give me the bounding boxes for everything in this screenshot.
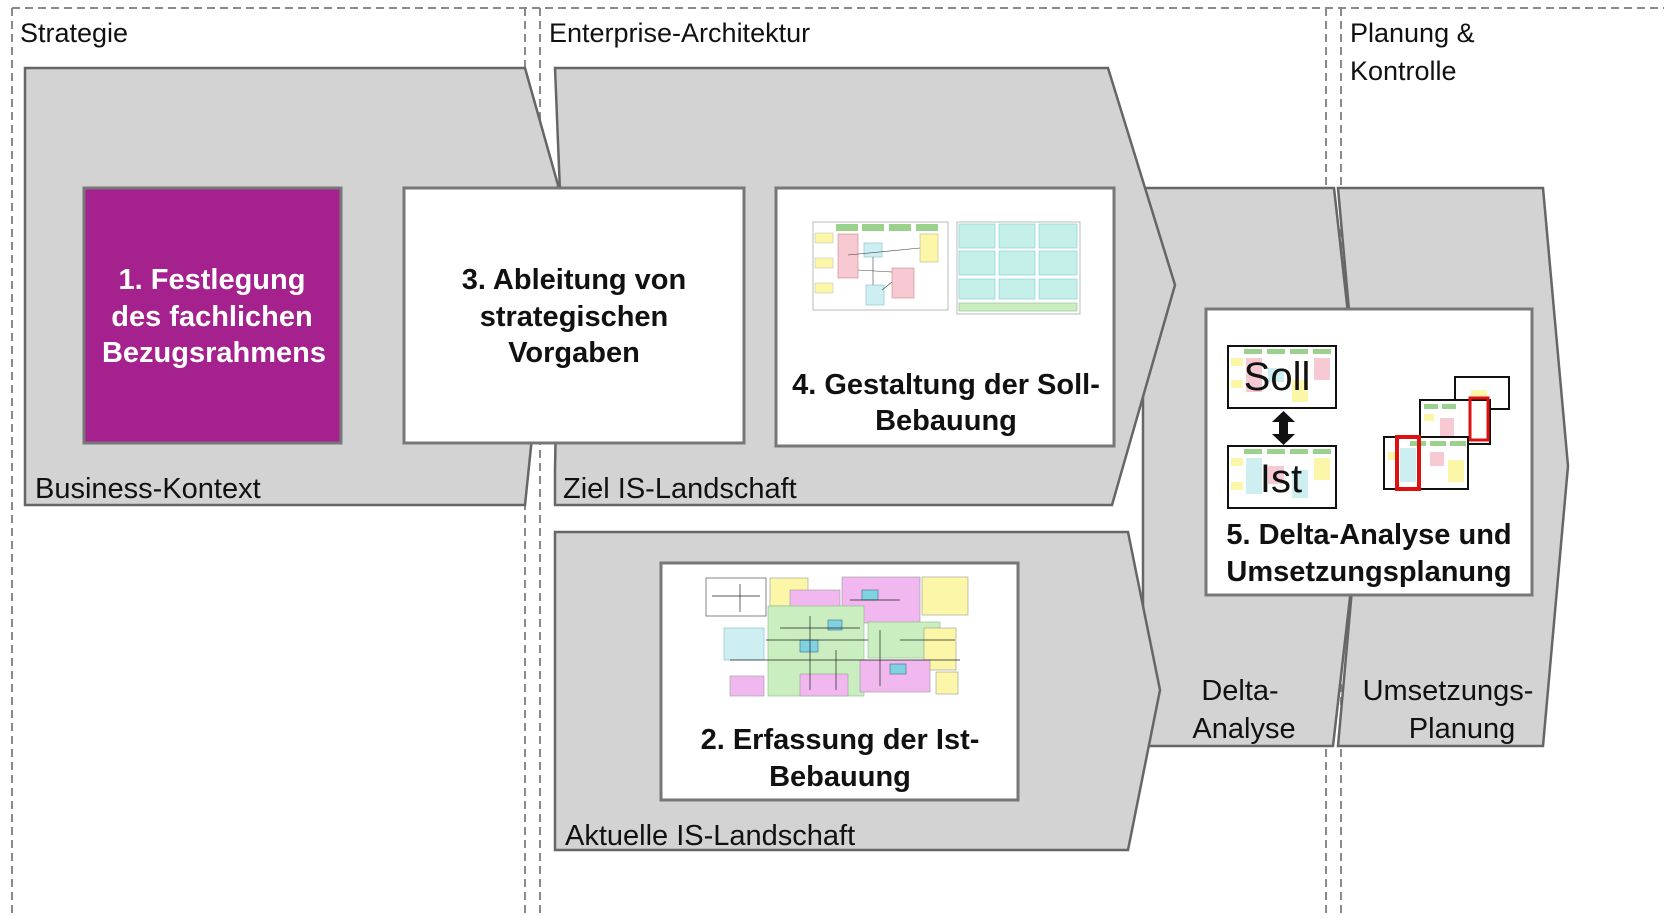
compare-arrow-icon bbox=[1272, 411, 1295, 445]
ist-label: Ist bbox=[1260, 457, 1302, 501]
label-current-landscape: Aktuelle IS-Landschaft bbox=[565, 820, 855, 852]
step3-line1: 3. Ableitung von bbox=[462, 264, 686, 296]
soll-label: Soll bbox=[1244, 355, 1311, 399]
lane-label-planning-1: Planung & bbox=[1350, 18, 1475, 48]
step1-line3: Bezugsrahmens bbox=[102, 337, 326, 369]
label-impl-1: Umsetzungs- bbox=[1363, 675, 1534, 707]
step4-line2: Bebauung bbox=[875, 405, 1017, 437]
step2-line1: 2. Erfassung der Ist- bbox=[701, 724, 980, 756]
step4-box: 4. Gestaltung der Soll- Bebauung bbox=[774, 186, 1116, 448]
step5-box: Soll Ist bbox=[1204, 307, 1534, 597]
step5-line1: 5. Delta-Analyse und bbox=[1226, 519, 1511, 551]
step4-line1: 4. Gestaltung der Soll- bbox=[792, 369, 1100, 401]
step3-line3: Vorgaben bbox=[508, 337, 640, 369]
step3-box: 3. Ableitung von strategischen Vorgaben bbox=[402, 186, 746, 445]
step1-line2: des fachlichen bbox=[111, 301, 312, 333]
lane-label-ea: Enterprise-Architektur bbox=[549, 18, 810, 48]
step1-line1: 1. Festlegung bbox=[119, 264, 306, 296]
current-landscape-thumbnail bbox=[703, 574, 973, 698]
step2-box: 2. Erfassung der Ist- Bebauung bbox=[659, 561, 1020, 802]
label-impl-2: Planung bbox=[1409, 713, 1515, 745]
lane-label-strategy: Strategie bbox=[20, 18, 128, 48]
planning-stack-thumbnail bbox=[1383, 376, 1510, 491]
step1-box: 1. Festlegung des fachlichen Bezugsrahme… bbox=[82, 186, 343, 445]
target-process-map-thumbnail bbox=[812, 221, 949, 311]
label-delta-1: Delta- bbox=[1201, 675, 1278, 707]
ist-thumbnail bbox=[1227, 445, 1337, 509]
lane-label-planning-2: Kontrolle bbox=[1350, 56, 1457, 86]
swimlane-borders bbox=[11, 7, 1664, 918]
target-domain-map-thumbnail bbox=[956, 221, 1081, 315]
label-target-landscape: Ziel IS-Landschaft bbox=[563, 473, 797, 505]
label-business-context: Business-Kontext bbox=[35, 473, 261, 505]
soll-thumbnail bbox=[1227, 345, 1337, 409]
swimlane-label-strategy: Strategie bbox=[20, 18, 128, 48]
step3-line2: strategischen bbox=[480, 301, 669, 333]
step2-line2: Bebauung bbox=[769, 761, 911, 793]
label-delta-2: Analyse bbox=[1192, 713, 1295, 745]
step5-line2: Umsetzungsplanung bbox=[1226, 556, 1511, 588]
